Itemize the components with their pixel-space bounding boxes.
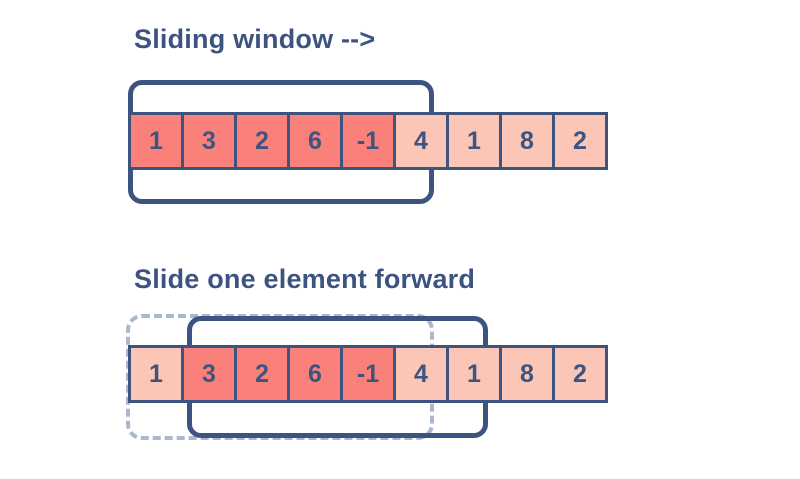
array-cell: 2 — [234, 112, 290, 170]
array-cell: 4 — [393, 345, 449, 403]
array-cell: -1 — [340, 345, 396, 403]
array-cell: 8 — [499, 345, 555, 403]
array-cell: 2 — [552, 112, 608, 170]
array-row2: 1 3 2 6 -1 4 1 8 2 — [128, 345, 608, 403]
array-cell: 3 — [181, 112, 237, 170]
array-cell: 1 — [128, 112, 184, 170]
array-cell: 6 — [287, 112, 343, 170]
array-cell: 1 — [446, 112, 502, 170]
array-cell: 2 — [552, 345, 608, 403]
section-title-sliding-window: Sliding window --> — [134, 24, 376, 54]
array-cell: 4 — [393, 112, 449, 170]
array-cell: 3 — [181, 345, 237, 403]
array-cell: 8 — [499, 112, 555, 170]
section-title-slide-forward: Slide one element forward — [134, 264, 476, 294]
array-cell: 2 — [234, 345, 290, 403]
array-row1: 1 3 2 6 -1 4 1 8 2 — [128, 112, 608, 170]
array-cell: 1 — [128, 345, 184, 403]
array-cell: -1 — [340, 112, 396, 170]
array-cell: 1 — [446, 345, 502, 403]
array-cell: 6 — [287, 345, 343, 403]
